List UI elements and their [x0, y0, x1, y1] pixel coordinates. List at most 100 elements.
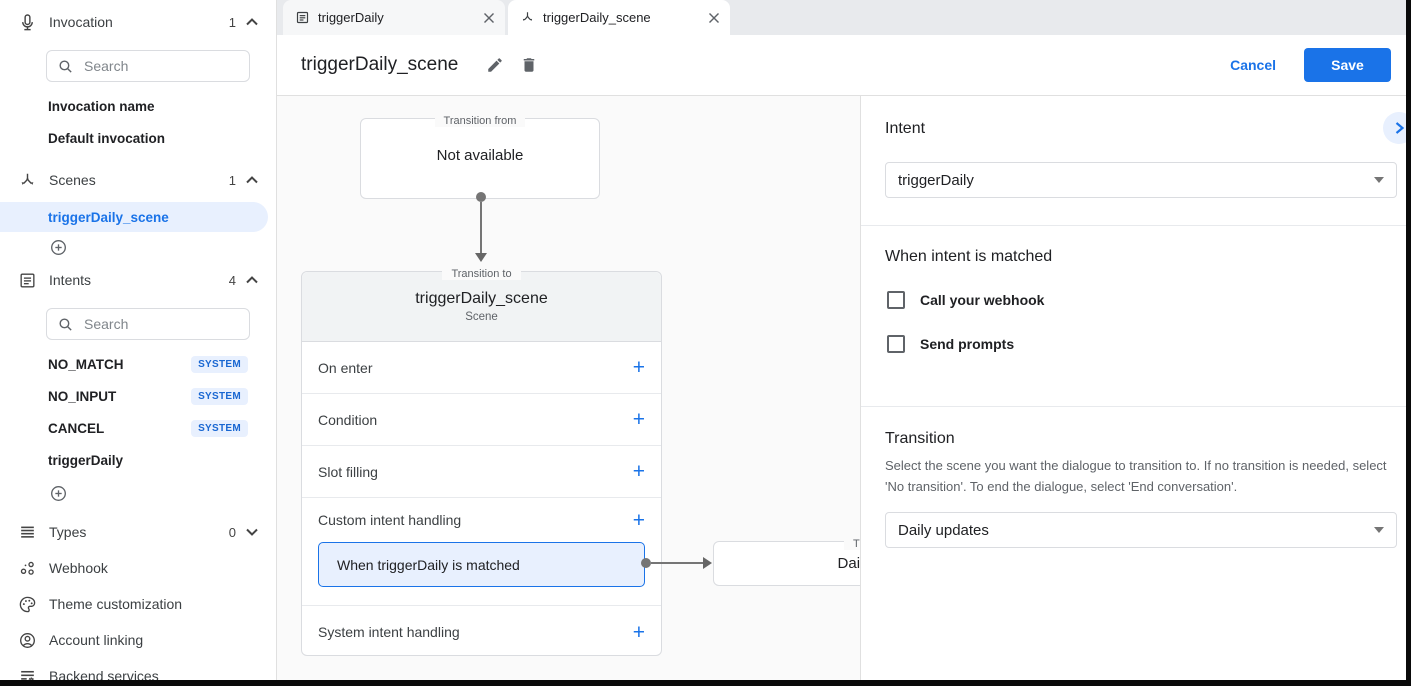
transition-description: Select the scene you want the dialogue t…: [885, 458, 1387, 494]
item-label: triggerDaily_scene: [48, 209, 169, 225]
tab-triggerdaily[interactable]: triggerDaily: [283, 0, 505, 35]
item-label: triggerDaily: [48, 452, 124, 468]
chevron-up-icon[interactable]: [246, 18, 258, 26]
save-button[interactable]: Save: [1304, 48, 1391, 82]
editor-header: triggerDaily_scene Cancel Save: [277, 35, 1406, 96]
scene-row-condition[interactable]: Condition +: [302, 394, 661, 446]
transition-heading: Transition: [885, 430, 955, 447]
add-system-intent-button[interactable]: +: [632, 620, 645, 644]
section-count: 4: [228, 272, 236, 288]
chevron-up-icon[interactable]: [246, 276, 258, 284]
add-custom-intent-button[interactable]: +: [632, 508, 645, 532]
intents-search[interactable]: [46, 308, 250, 340]
transition-from-legend: Transition from: [361, 111, 599, 129]
add-intent-button[interactable]: [49, 484, 68, 503]
divider: [861, 406, 1406, 407]
sidebar-item-theme-customization[interactable]: Theme customization: [0, 586, 276, 622]
sidebar-item-triggerdaily[interactable]: triggerDaily: [0, 444, 276, 476]
intent-list-icon: [295, 10, 310, 25]
intents-search-input[interactable]: [84, 316, 214, 332]
intent-heading: Intent: [885, 120, 926, 137]
connector-dot: [641, 558, 651, 568]
scene-fork-icon: [520, 10, 535, 25]
tab-triggerdaily-scene[interactable]: triggerDaily_scene: [508, 0, 730, 35]
scene-card: Transition to triggerDaily_scene Scene O…: [301, 268, 662, 658]
sidebar-item-webhook[interactable]: Webhook: [0, 550, 276, 586]
section-label: Invocation: [49, 14, 113, 30]
sidebar-section-intents[interactable]: Intents 4: [0, 262, 276, 298]
sidebar-section-scenes[interactable]: Scenes 1: [0, 158, 276, 202]
row-label: Custom intent handling: [318, 512, 462, 528]
scene-card-title: triggerDaily_scene: [415, 290, 548, 307]
when-triggerdaily-matched-row[interactable]: When triggerDaily is matched: [318, 542, 645, 587]
sidebar-item-no-match[interactable]: NO_MATCH SYSTEM: [0, 348, 276, 380]
window-edge-right: [1406, 0, 1411, 686]
chevron-down-icon[interactable]: [246, 528, 258, 536]
sidebar-item-backend-services[interactable]: Backend services: [0, 658, 276, 680]
scene-row-system-intent-handling[interactable]: System intent handling +: [302, 606, 661, 658]
add-condition-button[interactable]: +: [632, 408, 645, 431]
system-badge: SYSTEM: [191, 355, 248, 373]
sidebar-item-triggerdaily-scene-selected[interactable]: triggerDaily_scene: [0, 202, 268, 232]
transition-select[interactable]: Daily updates: [885, 512, 1397, 548]
scene-card-subtitle: Scene: [465, 311, 498, 323]
system-badge: SYSTEM: [191, 419, 248, 437]
intent-select[interactable]: triggerDaily: [885, 162, 1397, 198]
collapse-panel-button[interactable]: [1383, 112, 1406, 144]
link-label: Theme customization: [49, 596, 183, 612]
sidebar-item-cancel[interactable]: CANCEL SYSTEM: [0, 412, 276, 444]
search-icon: [57, 58, 74, 75]
chevron-up-icon[interactable]: [246, 176, 258, 184]
checkbox-label: Call your webhook: [920, 292, 1045, 308]
row-label: Condition: [318, 411, 378, 428]
scene-row-on-enter[interactable]: On enter +: [302, 342, 661, 394]
scene-fork-icon: [18, 171, 37, 190]
section-label: Scenes: [49, 172, 96, 188]
sidebar-item-account-linking[interactable]: Account linking: [0, 622, 276, 658]
sidebar-section-invocation[interactable]: Invocation 1: [0, 0, 276, 44]
row-label: System intent handling: [318, 624, 460, 640]
edit-pencil-icon[interactable]: [478, 48, 512, 82]
link-label: Backend services: [49, 668, 159, 680]
checkbox-unchecked[interactable]: [887, 335, 905, 353]
sidebar: Invocation 1 Invocation name Default inv…: [0, 0, 277, 680]
add-slot-filling-button[interactable]: +: [632, 460, 645, 483]
close-icon[interactable]: [708, 12, 720, 24]
intent-list-icon: [18, 271, 37, 290]
link-label: Account linking: [49, 632, 144, 648]
sidebar-item-default-invocation[interactable]: Default invocation: [0, 122, 276, 154]
invocation-search-input[interactable]: [84, 58, 214, 74]
flow-canvas[interactable]: Transition from Not available Transition…: [277, 96, 860, 680]
trash-icon[interactable]: [512, 48, 546, 82]
close-icon[interactable]: [483, 12, 495, 24]
call-webhook-checkbox-row[interactable]: Call your webhook: [887, 291, 1044, 309]
sidebar-item-invocation-name[interactable]: Invocation name: [0, 90, 276, 122]
checkbox-unchecked[interactable]: [887, 291, 905, 309]
palette-icon: [18, 595, 37, 614]
add-on-enter-button[interactable]: +: [632, 356, 645, 379]
scene-row-slot-filling[interactable]: Slot filling +: [302, 446, 661, 498]
transition-target-value: Daily updates: [837, 555, 860, 572]
sidebar-item-no-input[interactable]: NO_INPUT SYSTEM: [0, 380, 276, 412]
add-intent-row: [0, 478, 276, 508]
section-label: Intents: [49, 272, 92, 288]
send-prompts-checkbox-row[interactable]: Send prompts: [887, 335, 1014, 353]
invocation-search[interactable]: [46, 50, 250, 82]
sidebar-section-types[interactable]: Types 0: [0, 514, 276, 550]
item-label: Default invocation: [48, 130, 166, 146]
cancel-button[interactable]: Cancel: [1214, 49, 1292, 81]
custom-intent-handling-header[interactable]: Custom intent handling +: [302, 498, 661, 542]
intent-select-value: triggerDaily: [898, 171, 974, 189]
connector-dot: [476, 192, 486, 202]
scene-row-custom-intent-handling: Custom intent handling + When triggerDai…: [302, 498, 661, 606]
transition-target-box[interactable]: Transition to Daily updates: [713, 538, 860, 586]
microphone-icon: [18, 13, 37, 32]
when-matched-heading: When intent is matched: [885, 248, 1053, 265]
tab-bar: triggerDaily triggerDaily_scene: [277, 0, 1406, 35]
add-scene-button[interactable]: [49, 238, 68, 257]
item-label: CANCEL: [48, 420, 105, 436]
connector-line: [480, 202, 482, 254]
add-scene-row: [0, 232, 276, 262]
section-count: 0: [228, 524, 236, 540]
